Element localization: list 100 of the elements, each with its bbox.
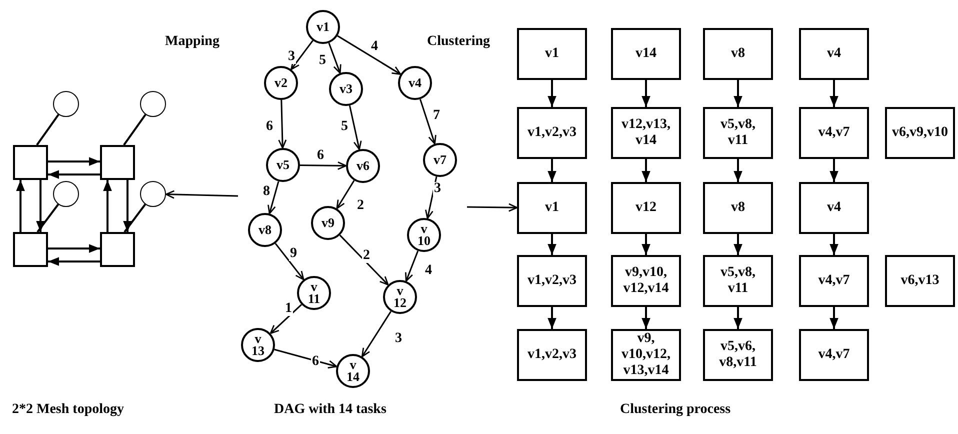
arrow xyxy=(165,190,238,199)
task-circle: v8 xyxy=(248,213,282,247)
arrow xyxy=(425,176,438,220)
arrow xyxy=(734,234,742,255)
edge-label: 3 xyxy=(433,182,442,196)
cluster-box: v1,v2,v3 xyxy=(517,255,587,307)
cluster-box: v9,v10, v12,v14 xyxy=(611,255,681,307)
arrow xyxy=(328,42,342,74)
task-circle: v4 xyxy=(398,66,432,100)
task-circle: v6 xyxy=(346,149,380,183)
arrow xyxy=(337,35,402,75)
arrow xyxy=(339,234,389,286)
task-circle: v 11 xyxy=(297,276,331,310)
cluster-box: v9, v10,v12, v13,v14 xyxy=(611,329,681,381)
arrow xyxy=(548,159,556,182)
arrow xyxy=(548,80,556,107)
edge-label: 1 xyxy=(284,302,293,316)
arrow xyxy=(361,311,392,358)
link-line xyxy=(36,204,59,233)
cluster-box: v1 xyxy=(517,182,587,234)
arrow xyxy=(466,203,518,212)
caption: 2*2 Mesh topology xyxy=(12,402,124,418)
task-circle: v7 xyxy=(423,143,457,177)
cluster-box: v1,v2,v3 xyxy=(517,329,587,381)
arrow xyxy=(270,304,302,334)
caption: DAG with 14 tasks xyxy=(274,402,386,418)
cluster-box: v5,v8, v11 xyxy=(703,107,773,159)
arrow xyxy=(48,244,100,253)
arrow xyxy=(830,80,838,107)
arrow xyxy=(274,242,304,280)
caption: Clustering process xyxy=(620,402,731,418)
arrow xyxy=(16,180,25,232)
link-line xyxy=(123,114,146,146)
cluster-box: v1 xyxy=(517,28,587,80)
cluster-box: v12 xyxy=(611,182,681,234)
circle-node xyxy=(53,91,79,117)
arrow xyxy=(642,80,650,107)
task-circle: v5 xyxy=(266,148,300,182)
task-circle: v 12 xyxy=(383,280,417,314)
task-circle: v 13 xyxy=(241,328,275,362)
cluster-box: v4 xyxy=(799,182,869,234)
circle-node xyxy=(140,91,166,117)
router-box xyxy=(100,232,135,267)
arrow xyxy=(642,159,650,182)
router-box xyxy=(13,232,48,267)
edge-label: 9 xyxy=(289,247,298,261)
edge-label: 3 xyxy=(287,50,296,64)
arrow xyxy=(278,100,287,149)
arrow xyxy=(419,98,436,144)
arrow xyxy=(274,348,338,368)
section-label: Mapping xyxy=(165,34,220,50)
router-box xyxy=(13,145,48,180)
arrow xyxy=(268,181,280,214)
circle-node xyxy=(140,181,166,207)
arrow xyxy=(123,180,132,232)
arrow xyxy=(548,234,556,255)
arrow xyxy=(336,180,355,210)
cluster-box: v1,v2,v3 xyxy=(517,107,587,159)
cluster-box: v8 xyxy=(703,28,773,80)
cluster-box: v6,v13 xyxy=(885,255,955,307)
arrow xyxy=(830,307,838,329)
arrow xyxy=(734,307,742,329)
task-circle: v1 xyxy=(306,10,340,44)
edge-label: 2 xyxy=(362,249,371,263)
arrow xyxy=(300,161,347,170)
arrow xyxy=(48,157,100,166)
arrow xyxy=(548,307,556,329)
arrow xyxy=(290,40,314,70)
arrow xyxy=(642,234,650,255)
cluster-box: v6,v9,v10 xyxy=(885,107,955,159)
section-label: Clustering xyxy=(427,34,490,50)
task-circle: v 10 xyxy=(407,218,441,252)
task-circle: v3 xyxy=(329,72,363,106)
arrow xyxy=(48,257,100,266)
arrow xyxy=(103,180,112,232)
cluster-box: v5,v8, v11 xyxy=(703,255,773,307)
circle-node xyxy=(53,181,79,207)
cluster-box: v4,v7 xyxy=(799,107,869,159)
arrow xyxy=(36,180,45,232)
task-circle: v 14 xyxy=(336,354,370,388)
task-circle: v9 xyxy=(311,206,345,240)
arrow xyxy=(348,105,362,150)
arrow xyxy=(405,250,419,282)
arrow xyxy=(48,170,100,179)
cluster-box: v4,v7 xyxy=(799,329,869,381)
arrow xyxy=(734,80,742,107)
cluster-box: v8 xyxy=(703,182,773,234)
link-line xyxy=(124,204,146,233)
arrow xyxy=(734,159,742,182)
arrow xyxy=(830,159,838,182)
task-circle: v2 xyxy=(264,66,298,100)
link-line xyxy=(36,114,60,146)
cluster-box: v12,v13, v14 xyxy=(611,107,681,159)
cluster-box: v4,v7 xyxy=(799,255,869,307)
cluster-box: v14 xyxy=(611,28,681,80)
cluster-box: v4 xyxy=(799,28,869,80)
arrow xyxy=(830,234,838,255)
router-box xyxy=(100,145,135,180)
cluster-box: v5,v6, v8,v11 xyxy=(703,329,773,381)
arrow xyxy=(642,307,650,329)
